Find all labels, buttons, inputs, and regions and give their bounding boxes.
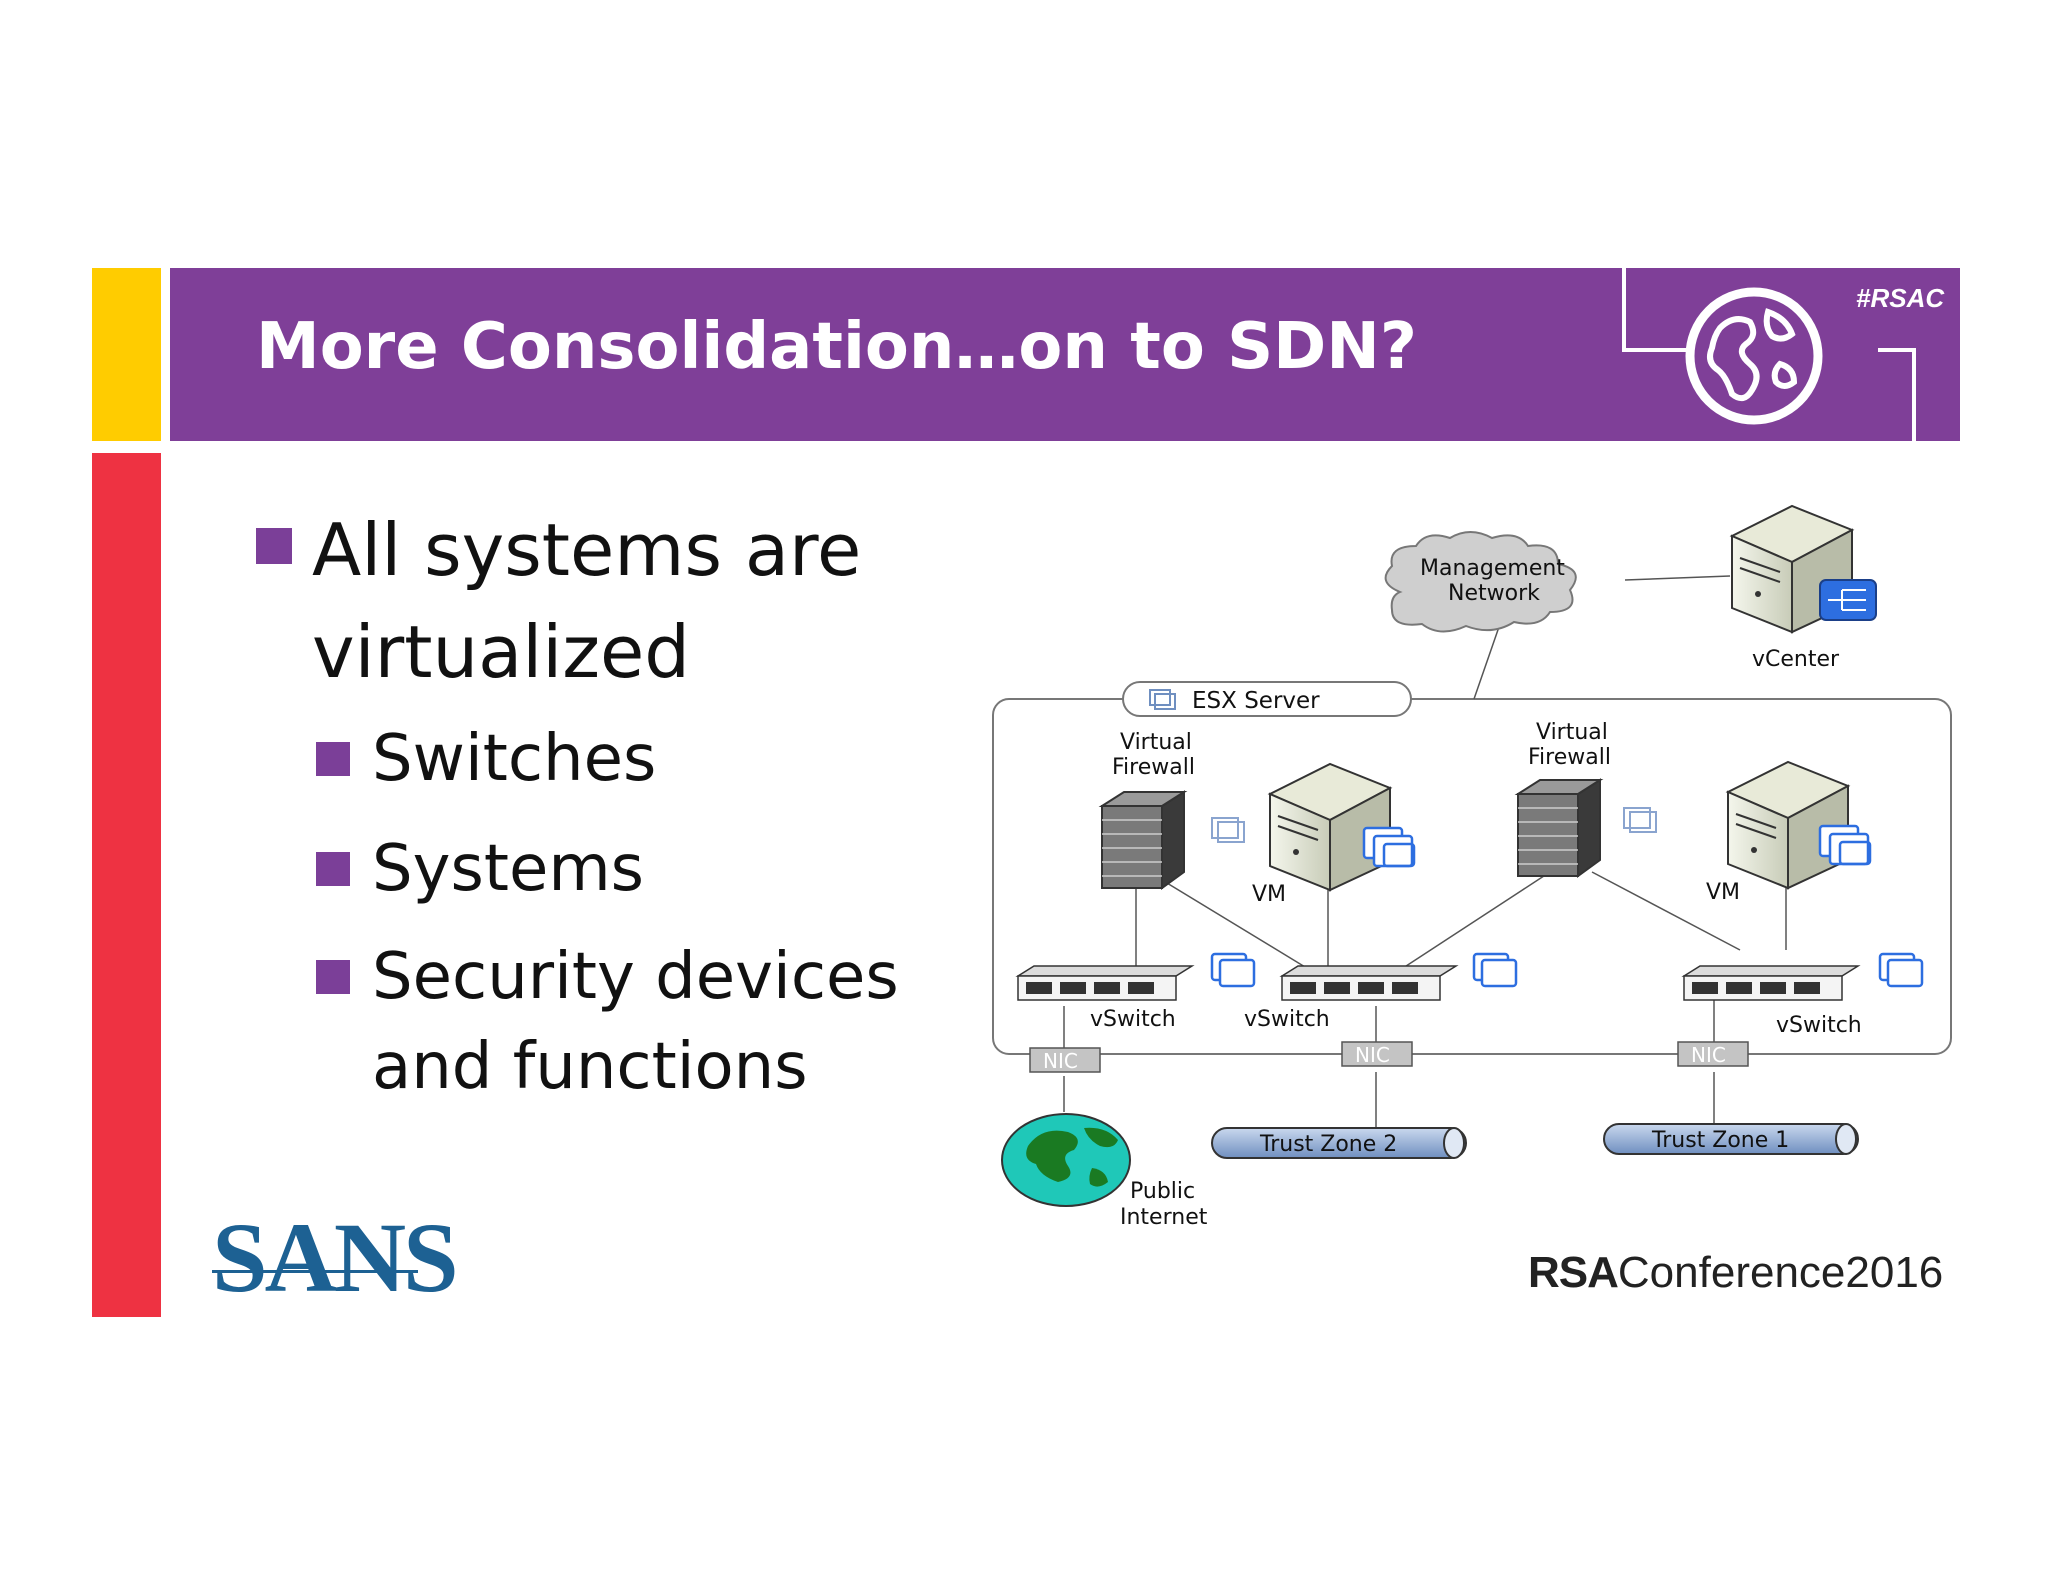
bullet-main-line2: virtualized [312,610,690,694]
bullet-square [316,742,350,776]
sans-logo-strike [212,1270,418,1273]
management-network-label-1: Management [1420,556,1565,581]
public-internet-label-1: Public [1130,1179,1195,1204]
virtual-firewall-right-label-2: Firewall [1528,745,1611,770]
firewall-left-icon [1098,790,1188,890]
management-network-label-2: Network [1448,581,1540,606]
virtual-firewall-left-label-1: Virtual [1120,730,1192,755]
nic-left: NIC [1029,1047,1101,1073]
esx-server-label-box [1122,681,1412,717]
bullet-square [256,528,292,564]
vswitch-left-vm-icon [1210,952,1256,988]
management-network-cloud: Management Network [1384,531,1577,633]
bullet-square [316,852,350,886]
vswitch-right-label: vSwitch [1776,1013,1862,1038]
bullet-square [316,960,350,994]
accent-bar-red [92,453,161,1317]
network-diagram: ESX Server Management Network [992,504,1952,1230]
vswitch-right-icon [1681,965,1861,1001]
nic-right-label: NIC [1691,1043,1726,1067]
rsa-logo-prefix: RSA [1528,1248,1619,1297]
vcenter-server-icon [1729,504,1877,634]
esx-server-frame [992,698,1952,1055]
vm-right-label: VM [1706,880,1740,905]
vm-left-vm-icon [1362,826,1416,868]
firewall-right-vm-icon [1623,807,1657,833]
virtual-firewall-right-label-1: Virtual [1536,720,1608,745]
virtual-firewall-left-label-2: Firewall [1112,755,1195,780]
firewall-right-icon [1514,778,1604,878]
bullet-sub-security: Security devices [372,940,899,1014]
esx-server-label: ESX Server [1192,688,1320,714]
rsac-logo [1622,268,1916,448]
vswitch-left-icon [1015,965,1195,1001]
public-internet-label-2: Internet [1120,1205,1208,1230]
rsac-hashtag: #RSAC [1856,283,1945,313]
vswitch-middle-label: vSwitch [1244,1007,1330,1032]
nic-middle-label: NIC [1355,1043,1390,1067]
globe-icon [1685,287,1823,425]
trust-zone-2-label: Trust Zone 2 [1259,1132,1397,1157]
vm-right-vm-icon [1818,824,1872,866]
diagram-connections [1063,575,1787,1128]
accent-bar-yellow [92,268,161,441]
nic-right: NIC [1677,1041,1749,1067]
public-internet-globe-icon [1001,1113,1131,1207]
nic-middle: NIC [1341,1041,1413,1067]
esx-vm-icon [1149,689,1176,710]
vswitch-middle-vm-icon [1472,952,1518,988]
trust-zone-1-pipe: Trust Zone 1 [1603,1123,1859,1155]
vcenter-label: vCenter [1752,647,1840,672]
trust-zone-1-label: Trust Zone 1 [1651,1128,1789,1153]
bullet-main-line1: All systems are [312,508,862,592]
header-band [170,268,1960,441]
bullet-sub-security-line2: and functions [372,1030,808,1104]
bullet-sub-systems: Systems [372,832,644,906]
trust-zone-2-pipe: Trust Zone 2 [1211,1127,1467,1159]
rsa-logo-suffix: Conference2016 [1617,1248,1944,1297]
bullet-sub-switches: Switches [372,722,657,796]
nic-left-label: NIC [1043,1049,1078,1073]
vswitch-right-vm-icon [1878,952,1924,988]
firewall-left-vm-icon [1211,817,1245,843]
vm-left-label: VM [1252,882,1286,907]
vswitch-middle-icon [1279,965,1459,1001]
sans-logo: SANS [212,1202,459,1313]
rsa-conference-logo: RSAConference2016 [1528,1248,1943,1298]
slide-title: More Consolidation…on to SDN? [256,310,1417,384]
vswitch-left-label: vSwitch [1090,1007,1176,1032]
